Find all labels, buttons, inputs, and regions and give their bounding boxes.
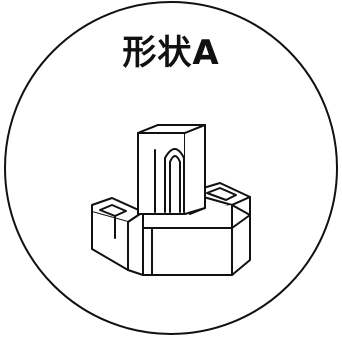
connector-part-icon [91,124,251,276]
shape-label: 形状A [122,33,220,73]
